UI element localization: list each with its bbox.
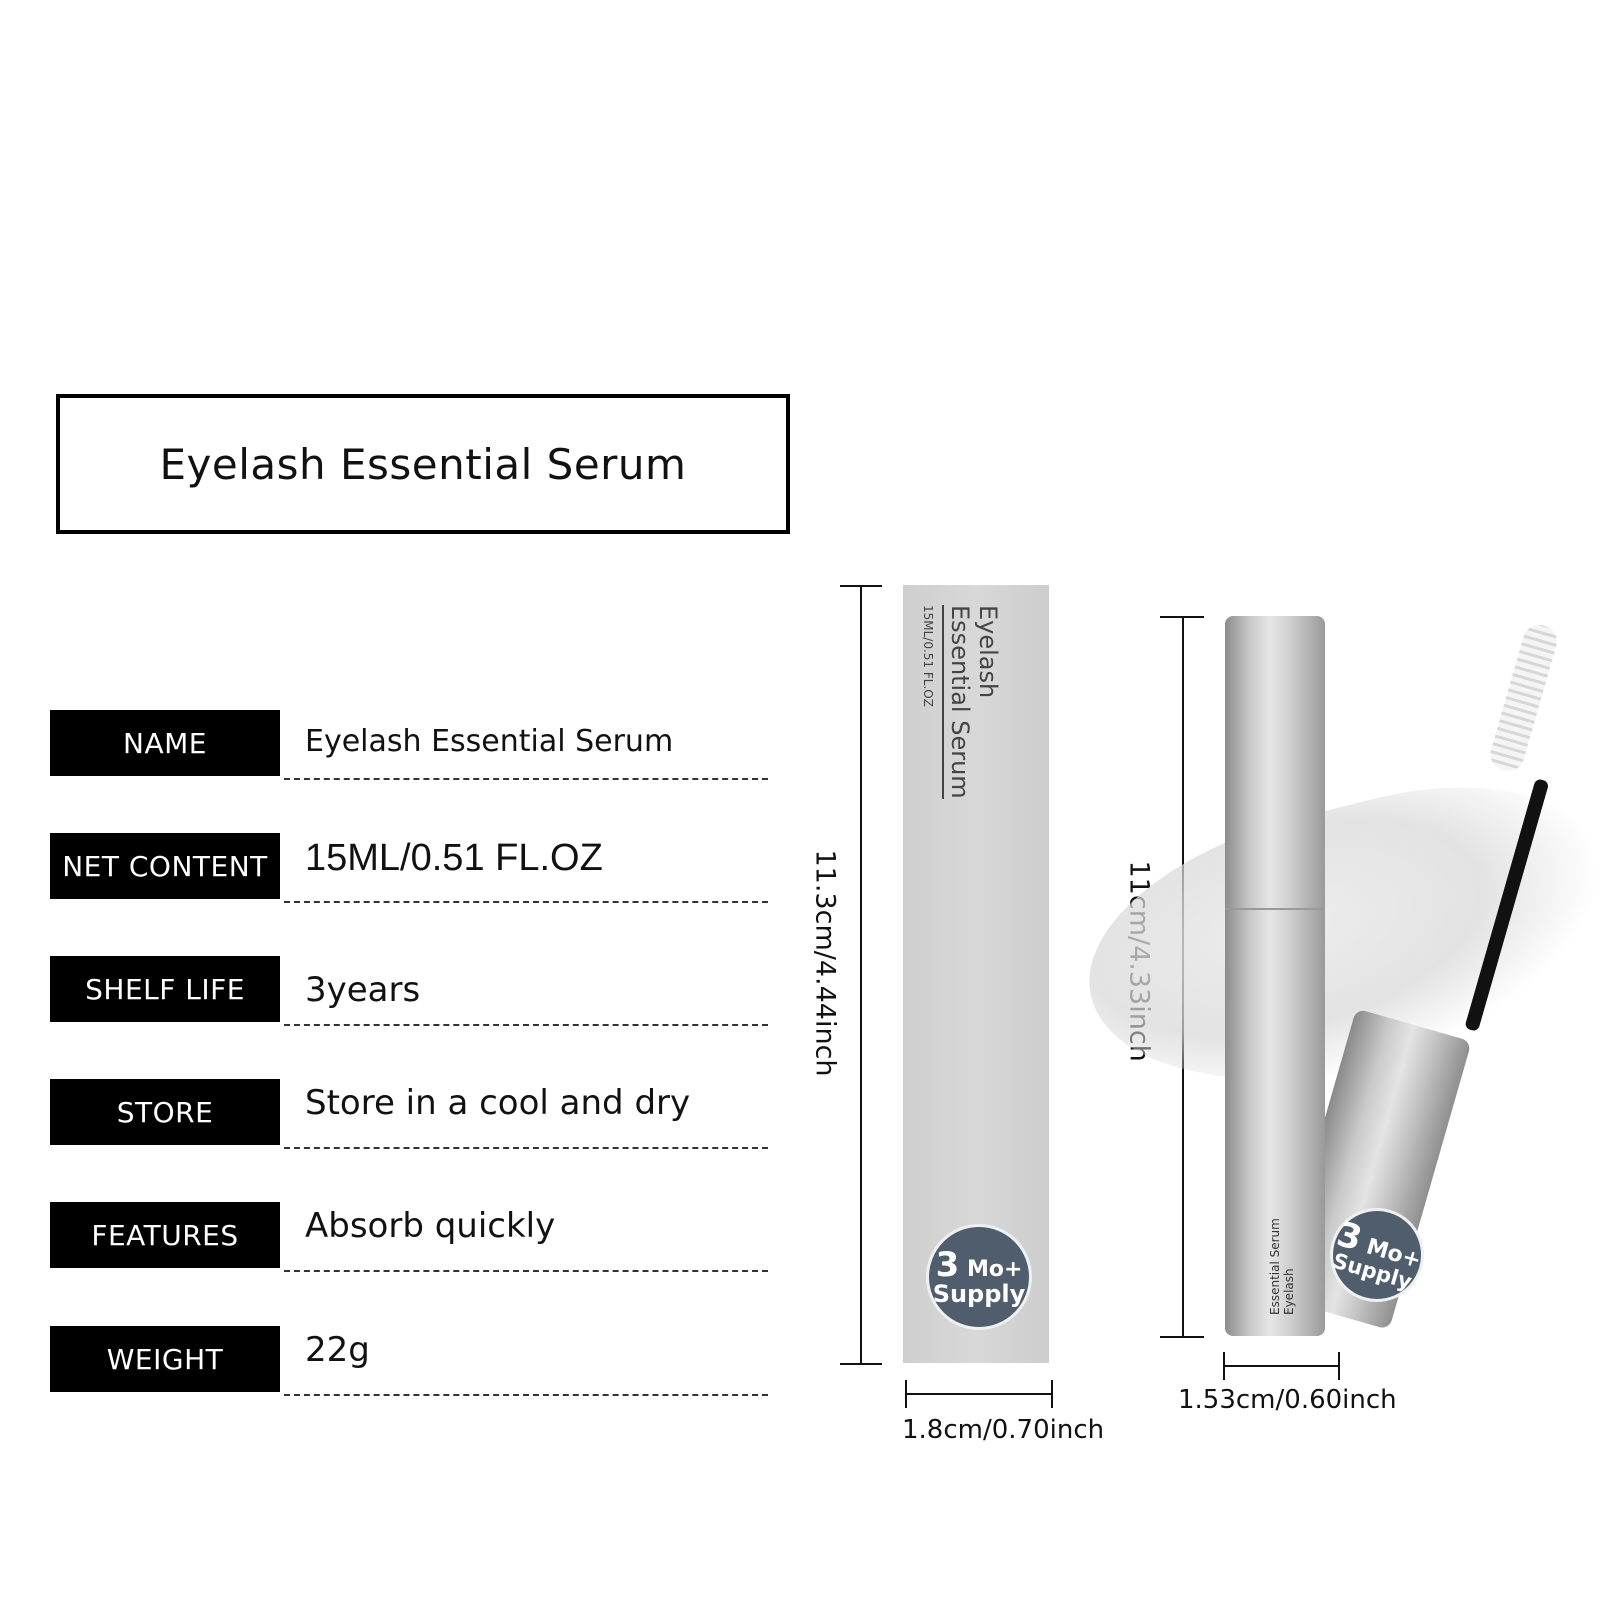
spec-label: WEIGHT <box>50 1326 280 1392</box>
box-height-tick-bottom <box>840 1363 882 1365</box>
brush-head <box>1486 621 1561 775</box>
box-label-line3: 15ML/0.51 FL.OZ <box>921 605 935 707</box>
supply-badge-box: 3 Mo+ Supply <box>926 1224 1032 1330</box>
serum-smear <box>1061 750 1600 1130</box>
dashed-divider <box>284 1147 768 1149</box>
spec-value: Eyelash Essential Serum <box>305 724 674 759</box>
tube-height-tick-top <box>1160 616 1204 618</box>
box-label-line1: Eyelash <box>974 605 1002 699</box>
tube-width-line <box>1223 1365 1340 1367</box>
tube-width-tick-right <box>1338 1352 1340 1380</box>
spec-row-name: NAME Eyelash Essential Serum <box>50 710 770 782</box>
box-width-label: 1.8cm/0.70inch <box>902 1415 1105 1445</box>
spec-value: Store in a cool and dry <box>305 1083 691 1123</box>
tube-label-line1: Eyelash <box>1282 1268 1296 1315</box>
spec-label: SHELF LIFE <box>50 956 280 1022</box>
spec-row-shelf-life: SHELF LIFE 3years <box>50 956 770 1028</box>
tube-height-tick-bottom <box>1160 1336 1204 1338</box>
box-height-label: 11.3cm/4.44inch <box>809 849 841 1077</box>
badge-unit: Mo+ <box>966 1257 1023 1282</box>
spec-value: 15ML/0.51 FL.OZ <box>305 837 603 879</box>
spec-label: NET CONTENT <box>50 833 280 899</box>
spec-label: STORE <box>50 1079 280 1145</box>
product-title-box: Eyelash Essential Serum <box>56 394 790 534</box>
spec-value: 3years <box>305 970 421 1010</box>
spec-row-weight: WEIGHT 22g <box>50 1326 770 1398</box>
serum-tube <box>1225 616 1325 1336</box>
box-label-line2: Essential Serum <box>942 605 974 799</box>
tube-width-tick-left <box>1223 1352 1225 1380</box>
badge-number: 3 <box>935 1245 960 1285</box>
tube-width-label: 1.53cm/0.60inch <box>1178 1385 1397 1415</box>
spec-value: Absorb quickly <box>305 1206 556 1246</box>
tube-seam <box>1225 908 1325 910</box>
badge-top: 3 Mo+ <box>936 1248 1023 1282</box>
dashed-divider <box>284 778 768 780</box>
tube-label: Essential Serum Eyelash <box>1268 1218 1296 1315</box>
dashed-divider <box>284 1270 768 1272</box>
spec-row-store: STORE Store in a cool and dry <box>50 1079 770 1151</box>
tube-label-line2: Essential Serum <box>1268 1218 1282 1315</box>
spec-row-net-content: NET CONTENT 15ML/0.51 FL.OZ <box>50 833 770 905</box>
product-title: Eyelash Essential Serum <box>159 439 687 489</box>
dashed-divider <box>284 1024 768 1026</box>
dashed-divider <box>284 1394 768 1396</box>
dashed-divider <box>284 901 768 903</box>
box-height-line <box>860 585 862 1365</box>
box-label: Eyelash Essential Serum 15ML/0.51 FL.OZ <box>918 605 1002 799</box>
spec-value: 22g <box>305 1330 370 1370</box>
box-width-tick-right <box>1051 1380 1053 1408</box>
spec-row-features: FEATURES Absorb quickly <box>50 1202 770 1274</box>
badge-text: Supply <box>932 1280 1026 1308</box>
box-width-tick-left <box>905 1380 907 1408</box>
box-height-tick-top <box>840 585 882 587</box>
spec-label: FEATURES <box>50 1202 280 1268</box>
box-width-line <box>905 1393 1053 1395</box>
spec-label: NAME <box>50 710 280 776</box>
